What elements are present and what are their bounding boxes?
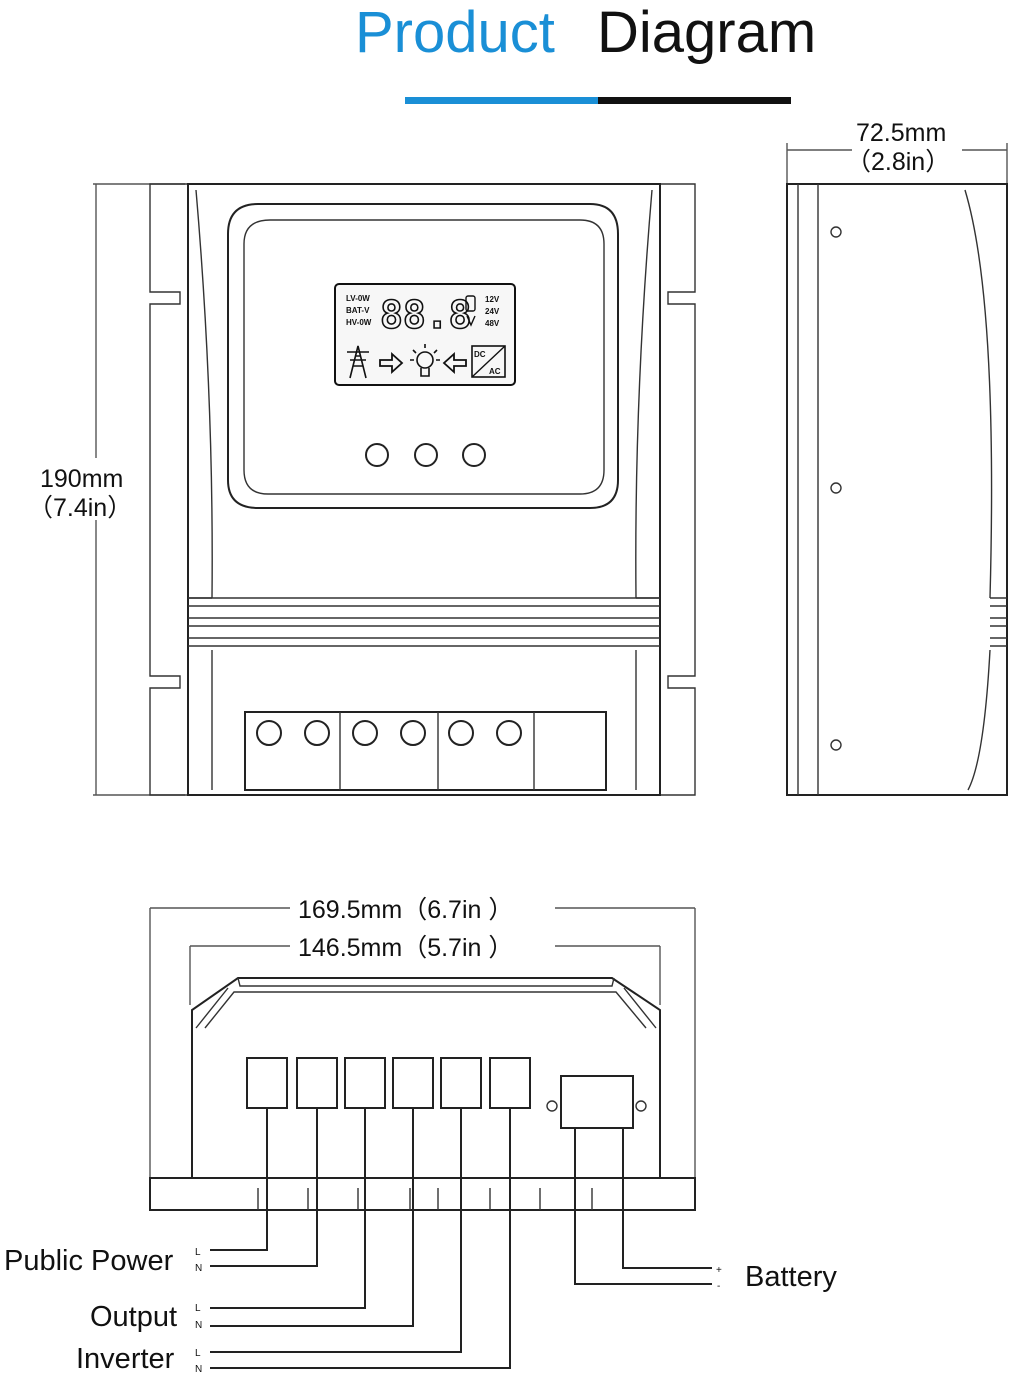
label-out-n: N (195, 1320, 202, 1331)
dc-ac-converter-icon: DC AC (471, 345, 506, 378)
title-product: Product (355, 0, 555, 65)
lcd-ac-label: AC (489, 367, 501, 376)
battery-level-icon (465, 295, 476, 327)
lcd-voltage-24: 24V (485, 307, 500, 316)
side-view: 72.5mm （2.8in） (786, 119, 1008, 796)
title-underline-blue (405, 97, 598, 104)
lcd-label-hv: HV-0W (346, 318, 372, 327)
width-outer-label: 169.5mm（6.7in ） (298, 896, 513, 924)
depth-in-label: （2.8in） (846, 148, 950, 176)
label-inv-n: N (195, 1364, 202, 1375)
title-underline-black (598, 97, 791, 104)
label-inverter: Inverter (76, 1343, 175, 1375)
height-mm-label: 190mm (40, 465, 123, 493)
label-out-l: L (195, 1303, 201, 1314)
terminal-labels: Public Power L N Output L N Inverter L N… (4, 1245, 837, 1375)
lcd-dc-label: DC (474, 350, 486, 359)
light-bulb-icon (410, 344, 440, 377)
title-diagram: Diagram (597, 0, 816, 65)
lcd-label-lv: LV-0W (346, 294, 370, 303)
label-inv-l: L (195, 1348, 201, 1359)
front-button-3 (462, 443, 486, 467)
power-tower-icon (347, 345, 369, 379)
label-pp-l: L (195, 1247, 201, 1258)
arrow-left-icon (442, 351, 467, 375)
label-output: Output (90, 1301, 177, 1333)
label-public-power: Public Power (4, 1245, 174, 1277)
front-button-1 (365, 443, 389, 467)
width-inner-label: 146.5mm（5.7in ） (298, 934, 513, 962)
lcd-label-bat: BAT-V (346, 306, 370, 315)
lcd-voltage-12: 12V (485, 295, 500, 304)
label-battery-plus: + (716, 1265, 722, 1276)
arrow-right-icon (379, 351, 404, 375)
label-battery-minus: - (717, 1281, 720, 1292)
depth-mm-label: 72.5mm (856, 119, 946, 147)
lcd-voltage-48: 48V (485, 319, 500, 328)
label-pp-n: N (195, 1263, 202, 1274)
front-view: 190mm （7.4in） LV-0W BAT-V HV-0W 88.8 12V… (28, 183, 696, 796)
lcd-digits: 88.8 (380, 293, 472, 337)
front-button-2 (414, 443, 438, 467)
height-in-label: （7.4in） (28, 494, 132, 522)
label-battery: Battery (745, 1261, 837, 1293)
bottom-view: 169.5mm（6.7in ） 146.5mm（5.7in ） (149, 896, 712, 1369)
